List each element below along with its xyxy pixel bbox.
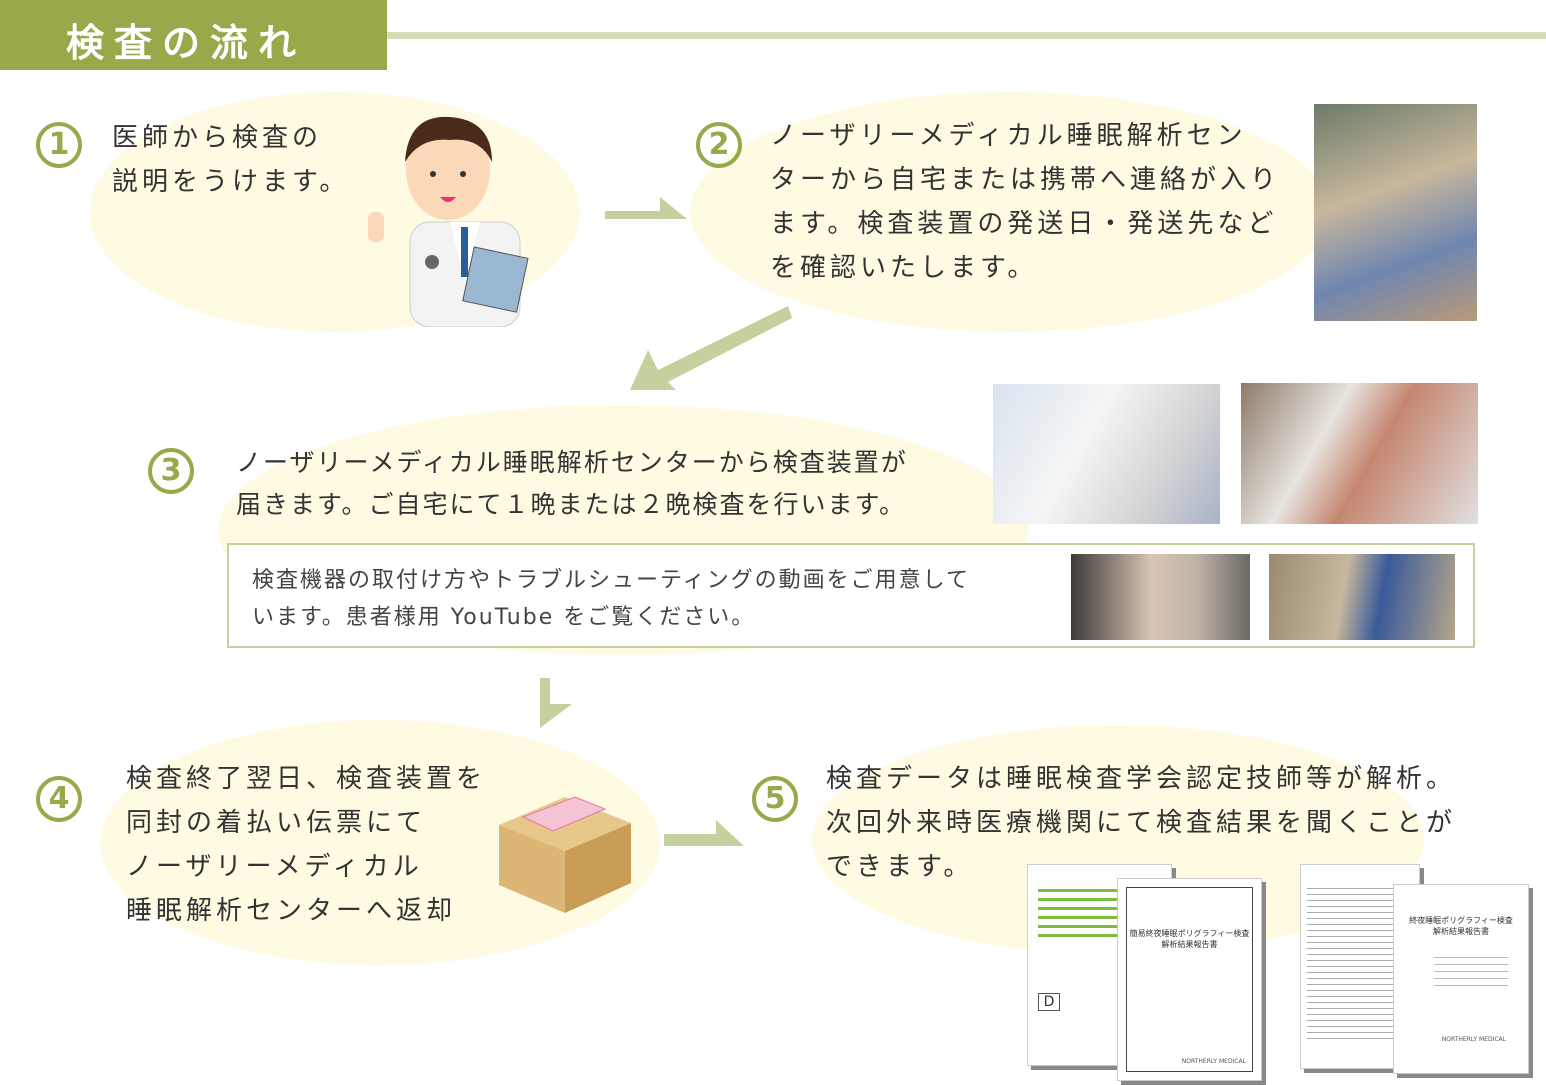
arrow-down-icon <box>540 678 572 728</box>
box-illustration <box>499 796 631 913</box>
arrow-down-left-icon <box>630 306 792 390</box>
step5-text: 検査データは睡眠検査学会認定技師等が解析。 次回外来時医療機関にて検査結果を聞く… <box>826 757 1456 889</box>
arrow-right-icon <box>664 820 744 846</box>
report-subtitle: 解析結果報告書 <box>1433 927 1489 936</box>
page-title: 検査の流れ <box>66 21 307 65</box>
step2-text: ノーザリーメディカル睡眠解析セン ターから自宅または携帯へ連絡が入り ます。検査… <box>770 114 1280 290</box>
step5-line: 次回外来時医療機関にて検査結果を聞くことが <box>826 808 1457 838</box>
video-note-line: います。患者様用 YouTube をご覧ください。 <box>252 605 756 630</box>
report-title: 終夜睡眠ポリグラフィー検査 <box>1409 916 1513 925</box>
step4-line: 睡眠解析センターへ返却 <box>126 896 457 926</box>
step2-bubble <box>690 92 1330 332</box>
video-note-box <box>227 543 1475 648</box>
step3-number: 3 <box>148 448 194 494</box>
step4-line: ノーザリーメディカル <box>126 852 423 882</box>
step4-number: 4 <box>36 776 82 822</box>
step4-text: 検査終了翌日、検査装置を 同封の着払い伝票にて ノーザリーメディカル 睡眠解析セ… <box>126 757 486 933</box>
step3-text: ノーザリーメディカル睡眠解析センターから検査装置が 届きます。ご自宅にて１晩また… <box>236 442 908 526</box>
step3-line: 届きます。ご自宅にて１晩または２晩検査を行います。 <box>236 490 907 519</box>
step1-text: 医師から検査の 説明をうけます。 <box>112 116 349 204</box>
report-title: 簡易終夜睡眠ポリグラフィー検査 <box>1129 929 1250 938</box>
step5-number: 5 <box>752 776 798 822</box>
video-thumbnail-1[interactable] <box>1071 554 1250 640</box>
step1-line: 説明をうけます。 <box>112 167 350 197</box>
video-thumbnail-2[interactable] <box>1269 554 1455 640</box>
report-cover-1: 簡易終夜睡眠ポリグラフィー検査 解析結果報告書 NORTHERLY MEDICA… <box>1117 878 1262 1081</box>
report-cover-2: 終夜睡眠ポリグラフィー検査 解析結果報告書 NORTHERLY MEDICAL <box>1393 884 1529 1074</box>
video-note-line: 検査機器の取付け方やトラブルシューティングの動画をご用意して <box>252 568 971 593</box>
step2-line: を確認いたします。 <box>770 253 1038 283</box>
step1-line: 医師から検査の <box>112 123 323 153</box>
step2-line: ノーザリーメディカル睡眠解析セン <box>770 121 1247 151</box>
header-divider <box>387 32 1546 39</box>
step2-number: 2 <box>696 122 742 168</box>
doctor-illustration <box>368 116 529 327</box>
arrow-right-icon <box>605 197 687 219</box>
step4-line: 同封の着払い伝票にて <box>126 808 427 838</box>
sleep-test-photo-2 <box>1241 383 1478 524</box>
northerly-medical-logo: NORTHERLY MEDICAL <box>1181 1058 1246 1065</box>
step4-line: 検査終了翌日、検査装置を <box>126 764 487 794</box>
step5-line: 検査データは睡眠検査学会認定技師等が解析。 <box>826 764 1457 794</box>
sleep-test-photo-1 <box>993 384 1220 524</box>
section-header: 検査の流れ <box>0 0 387 70</box>
step2-line: ターから自宅または携帯へ連絡が入り <box>770 165 1281 195</box>
step5-line: できます。 <box>826 852 974 882</box>
phone-call-photo <box>1314 104 1477 321</box>
report-subtitle: 解析結果報告書 <box>1161 940 1218 949</box>
northerly-medical-logo: NORTHERLY MEDICAL <box>1441 1036 1506 1043</box>
video-note-text: 検査機器の取付け方やトラブルシューティングの動画をご用意して います。患者様用 … <box>252 562 970 636</box>
step1-number: 1 <box>36 122 82 168</box>
step3-line: ノーザリーメディカル睡眠解析センターから検査装置が <box>236 448 908 477</box>
report-grade: D <box>1038 993 1060 1011</box>
step2-line: ます。検査装置の発送日・発送先など <box>770 209 1278 239</box>
